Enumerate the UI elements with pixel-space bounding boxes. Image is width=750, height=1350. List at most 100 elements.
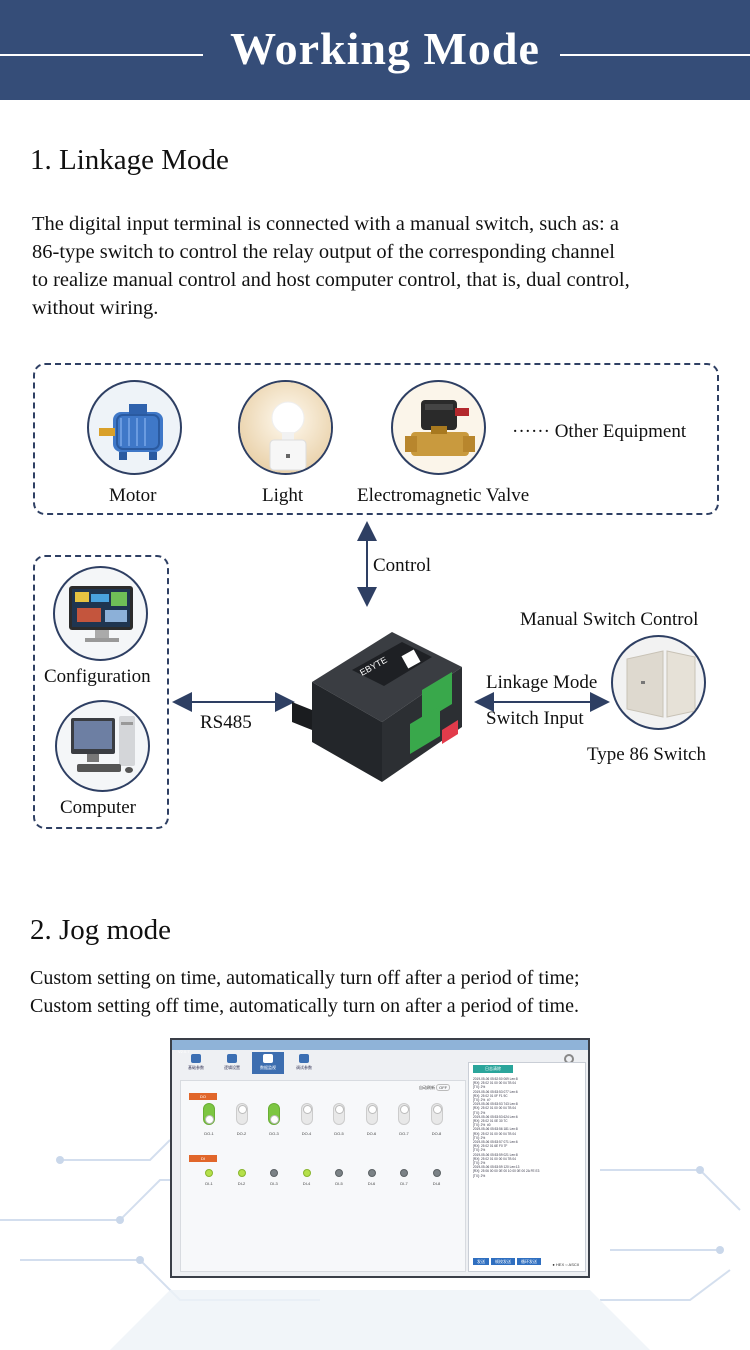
toggle-knob	[367, 1105, 377, 1114]
toggle-knob	[432, 1105, 442, 1114]
computer-icon	[71, 716, 135, 773]
di-label: DI-3	[270, 1181, 278, 1186]
radio-ascii[interactable]: ASCII	[568, 1262, 579, 1267]
di-label: DI-7	[400, 1181, 408, 1186]
software-titlebar: V2.0.7	[172, 1040, 588, 1054]
section1-heading: 1. Linkage Mode	[30, 144, 229, 176]
toggle-knob	[270, 1115, 279, 1124]
toggle-knob	[335, 1105, 344, 1114]
section2-line: Custom setting off time, automatically t…	[30, 995, 579, 1017]
header-banner: Working Mode	[0, 0, 750, 100]
do-toggle[interactable]	[398, 1103, 410, 1125]
di-label: DI-5	[335, 1181, 343, 1186]
do-label: DO-4	[301, 1131, 312, 1136]
tab-label: 基础参数	[188, 1065, 204, 1070]
di-indicator	[270, 1169, 278, 1177]
equipment-box	[33, 363, 719, 515]
di-label: DI-2	[237, 1181, 246, 1186]
do-toggle[interactable]	[430, 1103, 443, 1125]
do-toggle[interactable]	[333, 1103, 345, 1125]
motor-label: Motor	[109, 485, 157, 506]
auto-refresh-label: 自动刷新	[419, 1085, 435, 1090]
do-group-badge: DO	[189, 1093, 217, 1100]
motor-image	[87, 380, 182, 475]
valve-label: Electromagnetic Valve	[357, 485, 530, 506]
other-equipment-label: ······ Other Equipment	[512, 421, 687, 442]
send-button[interactable]: 发送	[473, 1258, 489, 1265]
control-label: Control	[373, 555, 432, 576]
do-label: DO-3	[269, 1131, 279, 1136]
auto-refresh-toggle[interactable]: OFF	[436, 1084, 451, 1091]
toggle-knob	[302, 1105, 312, 1114]
tab-label: 调试参数	[296, 1065, 312, 1070]
do-toggle[interactable]	[235, 1103, 248, 1125]
format-radios: ● HEX ○ ASCII	[552, 1262, 579, 1267]
software-version: V2.0.7	[178, 1049, 190, 1054]
chart-icon	[263, 1054, 273, 1063]
do-toggle[interactable]	[365, 1103, 378, 1125]
do-label: DO-5	[334, 1131, 344, 1136]
monitor-icon	[69, 586, 133, 642]
page-title: Working Mode	[230, 23, 540, 74]
di-label: DI-6	[367, 1181, 376, 1186]
toggle-knob	[205, 1115, 214, 1124]
di-indicator	[335, 1169, 343, 1177]
switch-image	[611, 635, 706, 730]
tab-logic-settings[interactable]: 逻辑设置	[216, 1052, 248, 1074]
section2-paragraph: Custom setting on time, automatically tu…	[30, 964, 745, 1020]
computer-image	[55, 700, 150, 792]
header-rule-left	[0, 54, 203, 56]
tab-debug-params[interactable]: 调试参数	[288, 1052, 320, 1074]
rs485-label: RS485	[200, 712, 252, 733]
di-indicator	[367, 1169, 376, 1177]
params-icon	[191, 1054, 201, 1063]
toggle-knob	[237, 1105, 247, 1114]
manual-switch-title: Manual Switch Control	[520, 609, 699, 630]
do-toggle[interactable]	[300, 1103, 313, 1125]
di-label: DI-4	[302, 1181, 311, 1186]
host-box	[33, 555, 169, 829]
di-indicator	[205, 1169, 213, 1177]
tab-basic-params[interactable]: 基础参数	[180, 1052, 212, 1074]
monitor-panel: 自动刷新 OFF DO DO-1 DO-2 DO-3 DO-4 DO-5 DO-6 DO-7…	[180, 1080, 466, 1272]
bulb-icon	[240, 382, 331, 473]
wall-switch-icon	[626, 650, 696, 718]
di-group-badge: DI	[189, 1155, 217, 1162]
diagram-arrows	[172, 521, 610, 712]
di-indicator	[302, 1169, 311, 1177]
light-image	[238, 380, 333, 475]
section2-heading: 2. Jog mode	[30, 914, 171, 946]
configuration-image	[53, 566, 148, 661]
wrench-icon	[299, 1054, 309, 1063]
motor-icon	[99, 404, 163, 460]
header-rule-right	[560, 54, 750, 56]
section1-paragraph: The digital input terminal is connected …	[32, 210, 732, 322]
tab-label: 逻辑设置	[224, 1065, 240, 1070]
checksum-send-button[interactable]: 帧校发送	[491, 1258, 515, 1265]
radio-hex[interactable]: HEX	[555, 1262, 565, 1267]
software-window: V2.0.7 基础参数 逻辑设置 数据监视 调试参数 自动刷新 OFF DO D…	[170, 1038, 590, 1278]
do-label: DO-1	[204, 1131, 214, 1136]
di-label: DI-1	[205, 1181, 213, 1186]
log-text: 2019-05-06 05:52:50 069 Len:8 [RX]: 25 0…	[473, 1077, 540, 1178]
section1-line: to realize manual control and host compu…	[32, 269, 630, 291]
switch-input-label: Switch Input	[486, 708, 584, 729]
do-label: DO-7	[399, 1131, 409, 1136]
do-label: DO-6	[366, 1131, 377, 1136]
do-toggle[interactable]	[203, 1103, 215, 1125]
section1-line: The digital input terminal is connected …	[32, 213, 619, 235]
do-label: DO-8	[431, 1131, 442, 1136]
linkage-mode-label: Linkage Mode	[486, 672, 598, 693]
configuration-label: Configuration	[44, 666, 151, 687]
toggle-knob	[400, 1105, 409, 1114]
log-panel: 日志清除 2019-05-06 05:52:50 069 Len:8 [RX]:…	[468, 1062, 586, 1272]
do-label: DO-2	[236, 1131, 247, 1136]
section1-line: 86-type switch to control the relay outp…	[32, 241, 615, 263]
clear-log-button[interactable]: 日志清除	[473, 1065, 513, 1073]
tab-data-monitor[interactable]: 数据监视	[252, 1052, 284, 1074]
auto-refresh[interactable]: 自动刷新 OFF	[419, 1084, 451, 1091]
di-indicator	[432, 1169, 441, 1177]
send-buttons: 发送帧校发送循环发送	[473, 1250, 543, 1268]
loop-send-button[interactable]: 循环发送	[517, 1258, 541, 1265]
do-toggle[interactable]	[268, 1103, 280, 1125]
